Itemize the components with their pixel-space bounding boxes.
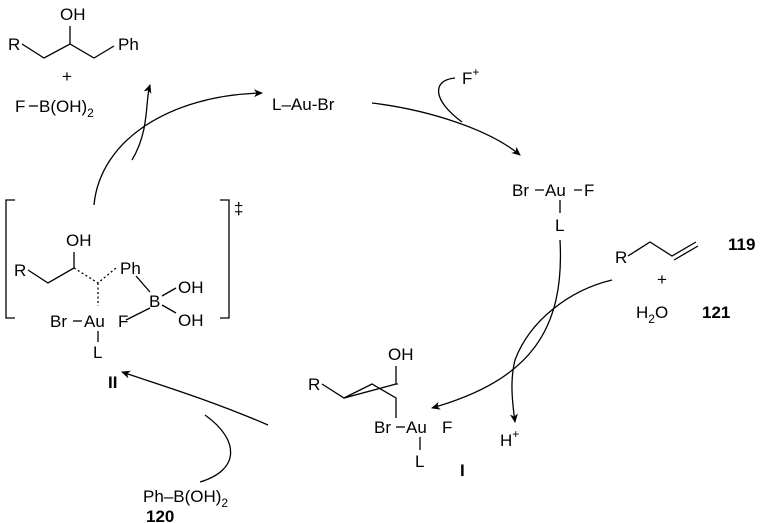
ii-oh2: OH	[178, 311, 204, 330]
arrow-au3-to-i	[431, 239, 562, 410]
ii-oh1: OH	[178, 278, 204, 297]
ii-oh: OH	[66, 231, 92, 250]
boronic-acid-label: Ph–B(OH)2	[143, 487, 228, 510]
compound-119-id: 119	[728, 235, 755, 254]
arrow-oxidant-in	[437, 77, 463, 123]
product-ph: Ph	[118, 35, 139, 54]
intermediate-II: ‡ OH R Ph B OH OH Br Au F L II	[5, 199, 243, 392]
ii-l: L	[93, 343, 102, 362]
i-br: Br	[374, 418, 391, 437]
ii-b-bonds	[125, 275, 177, 321]
alkene-bonds	[627, 241, 699, 261]
arrow-boronic-acid-in	[199, 414, 232, 483]
arrow-product-release	[131, 84, 152, 161]
ii-br: Br	[50, 312, 67, 331]
ts-brackets	[5, 199, 230, 319]
ii-au: Au	[84, 312, 105, 331]
product-plus: +	[62, 67, 72, 86]
alkene-plus: +	[657, 270, 667, 289]
i-au: Au	[406, 418, 427, 437]
compound-120-id: 120	[146, 507, 174, 523]
au3-complex: Br Au F L	[512, 181, 594, 235]
i-l: L	[415, 452, 424, 471]
intermediate-II-id: II	[108, 373, 117, 392]
ii-b: B	[149, 292, 160, 311]
arrow-catalyst-to-au3	[371, 102, 521, 156]
catalyst-label: L–Au-Br	[272, 95, 335, 114]
product-bonds	[21, 26, 115, 59]
arrow-alkene-in-proton-out	[509, 279, 613, 423]
au3-au: Au	[545, 181, 566, 200]
i-chain	[343, 383, 397, 418]
alkene-119: R 119 + H2O 121	[615, 235, 755, 326]
proton-label: H+	[500, 427, 519, 450]
oxidant-label: F+	[462, 65, 479, 88]
product-oh: OH	[60, 5, 86, 24]
au3-l: L	[555, 216, 564, 235]
ii-ph: Ph	[120, 259, 141, 278]
ii-r: R	[14, 261, 26, 280]
arrow-i-to-ii	[121, 370, 269, 426]
water-label: H2O	[636, 303, 668, 326]
i-f: F	[442, 418, 452, 437]
au3-br: Br	[512, 181, 529, 200]
fluoroborane-f: F	[15, 97, 25, 116]
au3-f: F	[584, 181, 594, 200]
product-alcohol: OH R Ph + F B(OH)2	[8, 5, 139, 120]
compound-121-id: 121	[702, 303, 730, 322]
ii-bonds	[27, 252, 75, 284]
product-r: R	[8, 35, 20, 54]
fluoroborane: B(OH)2	[39, 97, 94, 120]
ii-f: F	[118, 312, 128, 331]
ts-dagger: ‡	[234, 199, 243, 218]
i-r: R	[308, 375, 320, 394]
alkene-r: R	[615, 248, 627, 267]
intermediate-I-id: I	[460, 461, 465, 480]
intermediate-I: OH R Br Au F L I	[308, 345, 465, 480]
i-oh: OH	[388, 345, 414, 364]
ii-dashed-bonds	[73, 267, 117, 306]
arrow-ii-to-catalyst	[93, 89, 263, 206]
